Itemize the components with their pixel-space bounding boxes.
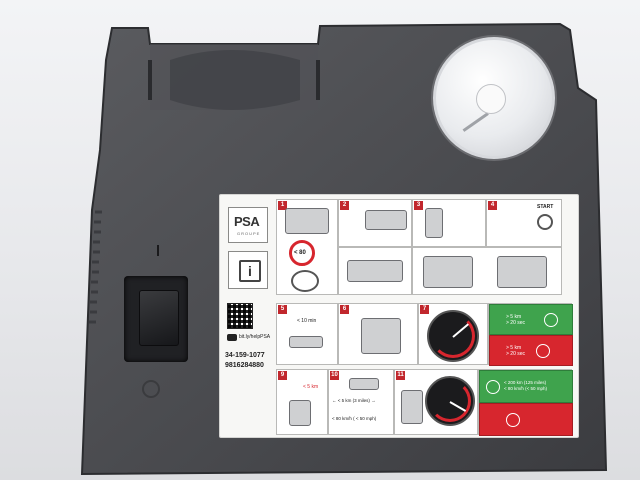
panel-number: 2 (340, 201, 349, 210)
panel-12-green: < 200 km (125 miles) < 80 km/h (< 50 mph… (479, 370, 573, 403)
brand-sub: GROUPE (237, 231, 261, 236)
sketch-bottle (425, 208, 443, 238)
ok-badge-icon (544, 313, 558, 327)
panel-9: 9 < 5 km (276, 369, 328, 435)
sketch-car (289, 336, 323, 348)
panel-2: 2 (338, 199, 412, 247)
instruction-sticker: PSA GROUPE i bit.ly/helpPSA 34-159-1077 … (219, 194, 579, 438)
speed-text: < 80 km/h ( < 50 mph) (332, 416, 377, 421)
speed-limit-sign: < 80 (289, 240, 315, 266)
steering-wheel-icon (291, 270, 319, 292)
panel-8-red: > 5 km > 20 sec (489, 335, 573, 366)
panel-3-4-wheel (412, 247, 562, 295)
ok-badge-icon (486, 380, 500, 394)
start-knob-icon (537, 214, 553, 230)
route-text: ← < 5 km (3 miles) → (332, 398, 376, 403)
part-numbers: 34-159-1077 9816284880 (225, 351, 265, 371)
sketch-compressor (361, 318, 401, 354)
youtube-handle: bit.ly/helpPSA (239, 334, 271, 340)
brand-logo: PSA GROUPE (228, 207, 268, 243)
red-text: > 5 km > 20 sec (506, 345, 526, 357)
sketch-compressor (285, 208, 329, 234)
part-number-2: 9816284880 (225, 362, 264, 369)
manual-box: i (228, 251, 268, 289)
panel-8: 8 > 5 km > 20 sec > 5 km > 20 sec (488, 303, 573, 366)
panel-2b (338, 247, 412, 295)
panel-number: 7 (420, 305, 429, 314)
panel-number: 6 (340, 305, 349, 314)
sketch-compressor (365, 210, 407, 230)
panel-6: 6 (338, 303, 418, 365)
part-number-1: 34-159-1077 (225, 352, 265, 359)
panel-number: 10 (330, 371, 339, 380)
panel-number: 4 (488, 201, 497, 210)
stop-badge-icon (506, 413, 520, 427)
power-mark (157, 245, 159, 256)
youtube-icon (227, 334, 237, 341)
sketch-compressor (497, 256, 547, 288)
speed-limit-text: < 80 (294, 250, 306, 256)
panel-11: 11 (394, 369, 478, 435)
time-text: < 10 min (297, 318, 317, 324)
stop-badge-icon (536, 344, 550, 358)
qr-code-icon (227, 303, 253, 329)
panel-1: 1 < 80 (276, 199, 338, 295)
panel-number: 11 (396, 371, 405, 380)
manual-info-icon: i (239, 260, 261, 282)
panel-12-red (479, 403, 573, 436)
sketch-compressor (423, 256, 473, 288)
start-label: START (537, 204, 554, 210)
dial-red-zone (429, 380, 471, 422)
panel-number: 5 (278, 305, 287, 314)
distance-text: < 5 km (303, 384, 319, 390)
panel-number: 1 (278, 201, 287, 210)
panel-3: 3 (412, 199, 486, 247)
sketch-cable (347, 260, 403, 282)
panel-10: 10 ← < 5 km (3 miles) → < 80 km/h ( < 50… (328, 369, 394, 435)
sketch-car (349, 378, 379, 390)
panel-number: 3 (414, 201, 423, 210)
panel-8-green: > 5 km > 20 sec (489, 304, 573, 335)
panel-5: 5 < 10 min (276, 303, 338, 365)
dial-red-zone (431, 314, 475, 358)
green-text: < 200 km (125 miles) < 80 km/h (< 50 mph… (504, 380, 548, 391)
screw-hole (142, 380, 160, 398)
rocker-switch-icon[interactable] (139, 290, 179, 346)
brand-name: PSA (234, 214, 260, 229)
sketch-compressor (401, 390, 423, 424)
panel-12: 12 < 200 km (125 miles) < 80 km/h (< 50 … (478, 369, 573, 436)
green-text: > 5 km > 20 sec (506, 314, 526, 326)
sketch-valve (289, 400, 311, 426)
gauge-hub (476, 84, 506, 114)
panel-number: 9 (278, 371, 287, 380)
panel-7: 7 (418, 303, 488, 365)
panel-4: 4 START (486, 199, 562, 247)
